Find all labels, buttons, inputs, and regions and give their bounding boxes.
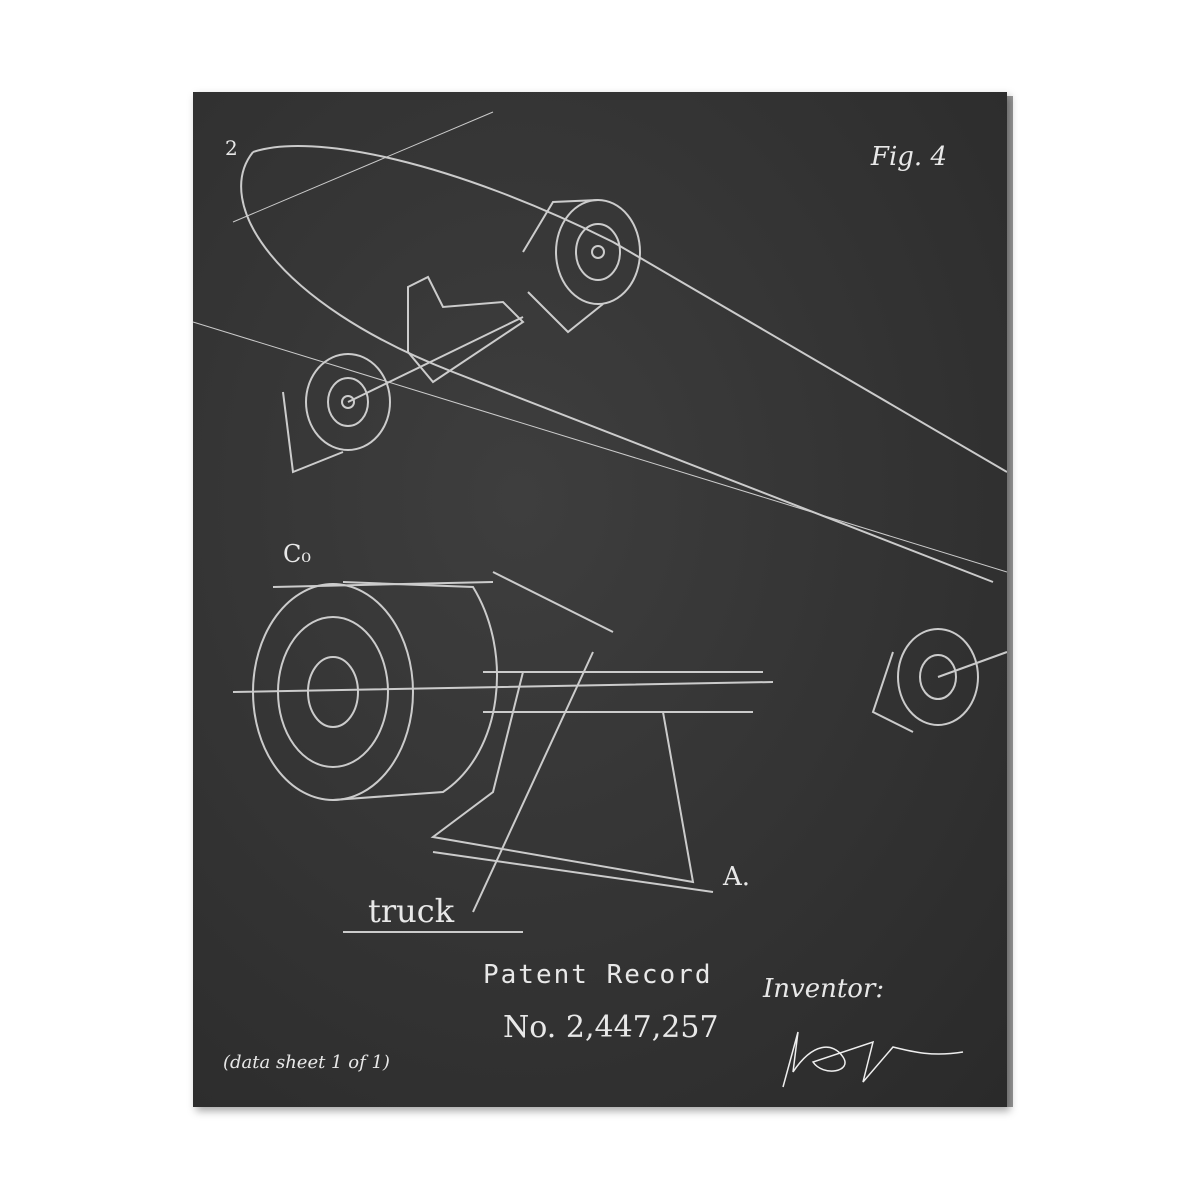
patent-record-title: Patent Record [483,960,713,990]
label-a: A. [723,862,751,892]
sheet-number: 2 [225,136,238,160]
wheel-left [282,275,525,474]
canvas-edge [1007,96,1013,1107]
patent-number: No. 2,447,257 [503,1010,719,1045]
chalkboard-canvas-print: 2 Fig. 4 C₀ truck A. Patent Record No. 2… [193,92,1007,1107]
skateboard-sketch [193,111,1007,933]
inventor-label: Inventor: [763,974,885,1004]
signature [782,1031,964,1088]
data-sheet-note: (data sheet 1 of 1) [223,1052,390,1073]
label-co: C₀ [283,540,311,568]
wheel-top-right [522,199,641,334]
wheel-lower-right [871,628,1007,733]
truck-closeup [232,571,774,933]
label-truck: truck [368,892,455,930]
skateboard-deck [193,111,1007,583]
figure-label: Fig. 4 [870,142,947,172]
